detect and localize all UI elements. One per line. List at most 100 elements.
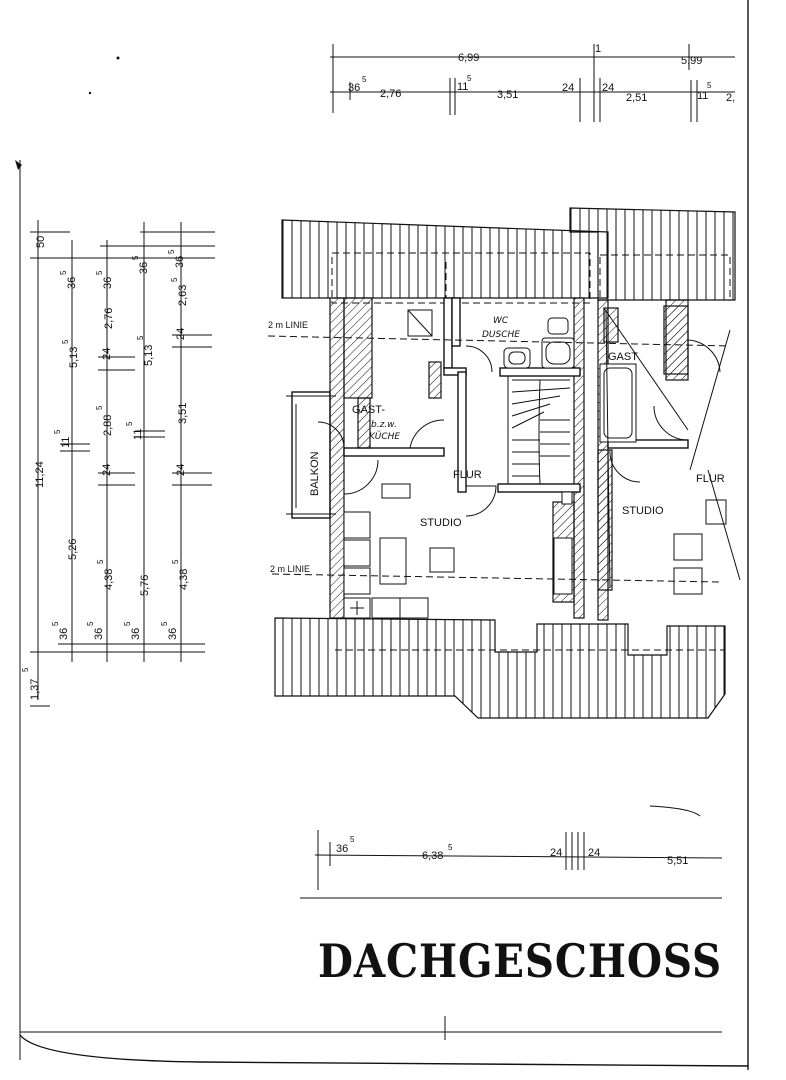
dim-bottom-b5: 5,51	[667, 855, 688, 867]
room-gast-right: GAST	[608, 351, 638, 363]
dim-c4-f-sup: 5	[171, 559, 180, 564]
plan-title: DACHGESCHOSS	[318, 934, 722, 988]
dim-c1-a: 36	[66, 277, 78, 289]
dim-c2-a: 36	[102, 277, 114, 289]
page-edge-bottom	[19, 1034, 749, 1067]
dim-c3-c: 11	[132, 429, 144, 440]
doors	[317, 339, 721, 517]
dim-bottom-b2: 6,38	[422, 850, 443, 862]
dim-top-d8-sup: 5	[707, 81, 712, 90]
dim-c3-d: 5,76	[139, 575, 151, 596]
room-studio-left: STUDIO	[420, 517, 462, 529]
studio-furniture-left	[343, 483, 573, 619]
speck	[88, 91, 92, 95]
dim-c3-e: 36	[130, 628, 142, 640]
linie-top-label: 2 m LINIE	[268, 320, 308, 330]
dim-c4-c: 24	[175, 328, 187, 340]
dim-c2-g-sup: 5	[86, 621, 95, 626]
dim-c1-b: 5,13	[68, 347, 80, 368]
dim-top-d3: 11	[457, 81, 468, 93]
dimension-labels-left: 50 11,24 1,37 5 36 5 5,13 5 11 5 5,26 36…	[21, 236, 190, 700]
dim-bottom-b4: 24	[588, 847, 600, 859]
dim-top-total-right: 5,99	[681, 55, 702, 67]
dim-bottom-b2-sup: 5	[448, 843, 453, 852]
dim-c1-c: 11	[60, 437, 72, 448]
dim-left-total: 11,24	[34, 461, 46, 488]
dim-bottom-b3: 24	[550, 847, 562, 859]
linie-bottom-label: 2 m LINIE	[270, 564, 310, 574]
dim-left-top-50: 50	[35, 236, 47, 248]
dim-top-d3-sup: 5	[467, 74, 472, 83]
dim-top-d6: 24	[602, 82, 614, 94]
dim-c2-f: 4,38	[103, 569, 115, 590]
dim-top-total-left: 6,99	[458, 52, 479, 64]
linie-top-line	[267, 335, 731, 347]
dim-c1-c-sup: 5	[53, 429, 62, 434]
dim-c2-f-sup: 5	[96, 559, 105, 564]
dim-c1-b-sup: 5	[61, 339, 70, 344]
dimension-chain-bottom	[300, 830, 723, 899]
dim-c4-d: 3,51	[177, 403, 189, 424]
dim-top-d4: 3,51	[497, 89, 518, 101]
dim-c2-c: 24	[101, 348, 113, 360]
room-flur-right: FLUR	[696, 473, 725, 485]
dim-c3-c-sup: 5	[125, 421, 134, 426]
dim-c4-g: 36	[167, 628, 179, 640]
dim-left-overall-small-sup: 5	[21, 667, 30, 672]
room-kueche-note-2: KÜCHE	[369, 431, 400, 442]
dim-top-d2: 2,76	[380, 88, 401, 100]
dim-left-overall-small: 1,37	[29, 679, 41, 700]
dim-c4-e: 24	[175, 464, 187, 476]
speck	[116, 56, 120, 60]
dim-c2-e: 24	[101, 464, 113, 476]
dim-top-d1: 36	[348, 82, 360, 94]
dim-c2-b: 2,76	[103, 308, 115, 329]
dashed-outlines	[331, 252, 731, 651]
staircase	[507, 375, 575, 485]
dim-c3-e-sup: 5	[123, 621, 132, 626]
dim-top-d8: 11	[697, 90, 708, 102]
dim-c2-d-sup: 5	[95, 405, 104, 410]
dim-c2-d: 2,88	[102, 415, 114, 436]
dim-top-d5: 24	[562, 82, 574, 94]
dimension-chains-left	[30, 220, 215, 707]
dim-top-d7: 2,51	[626, 92, 647, 104]
dim-top-mid-mark: 1	[595, 43, 601, 55]
speck	[15, 160, 22, 170]
dim-bottom-b1-sup: 5	[350, 835, 355, 844]
room-balkon: BALKON	[309, 451, 321, 496]
dim-c1-e-sup: 5	[51, 621, 60, 626]
dim-c1-e: 36	[58, 628, 70, 640]
balcony	[286, 391, 336, 519]
pencil-stroke	[649, 805, 701, 817]
dim-c1-d: 5,26	[67, 539, 79, 560]
room-studio-right: STUDIO	[622, 505, 664, 517]
roof-bottom	[274, 617, 726, 719]
dim-c4-b: 2,63	[177, 285, 189, 306]
dim-c4-g-sup: 5	[160, 621, 169, 626]
room-kueche-note-1: b.z.w.	[371, 420, 397, 430]
dim-top-d9: 2,	[726, 92, 735, 104]
dim-c4-a: 36	[174, 256, 186, 268]
dim-c4-f: 4,38	[178, 569, 190, 590]
dim-c3-a-sup: 5	[131, 255, 140, 260]
dim-c1-a-sup: 5	[59, 270, 68, 275]
roof-top	[281, 207, 736, 301]
dimension-chain-top	[330, 44, 735, 122]
linie-bottom-line	[271, 573, 721, 583]
room-wc: WC	[493, 316, 509, 326]
dim-c3-a: 36	[138, 262, 150, 274]
wc-fixtures	[407, 309, 575, 369]
dim-c3-b: 5,13	[143, 345, 155, 366]
dim-c2-g: 36	[93, 628, 105, 640]
room-dusche: DUSCHE	[482, 330, 520, 340]
dim-c4-b-sup: 5	[170, 277, 179, 282]
dim-c4-a-sup: 5	[167, 249, 176, 254]
dim-c3-b-sup: 5	[136, 335, 145, 340]
room-gast-left: GAST-	[352, 404, 385, 416]
dim-top-d1-sup: 5	[362, 75, 367, 84]
dim-c2-a-sup: 5	[95, 270, 104, 275]
room-flur-left: FLUR	[453, 469, 482, 481]
right-unit-furniture	[599, 305, 741, 595]
